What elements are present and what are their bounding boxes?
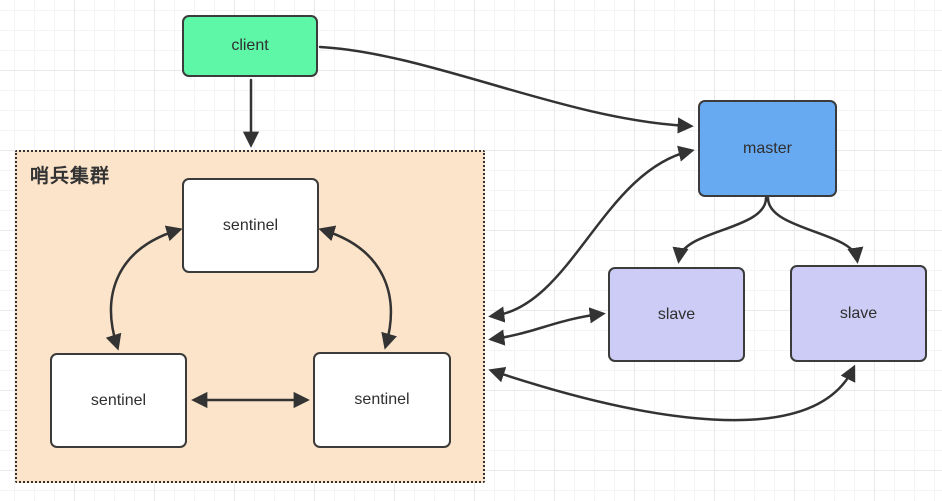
edge-master-to-slave2	[766, 196, 864, 264]
node-sentinel-bottom-right: sentinel	[313, 352, 451, 448]
node-slave-2-label: slave	[839, 304, 878, 322]
node-client-label: client	[231, 37, 269, 54]
node-sentinel-bottom-left: sentinel	[50, 353, 187, 448]
edge-sentinel1-sentinel3	[318, 225, 397, 350]
node-master-label: master	[743, 139, 792, 157]
edge-sentinel1-sentinel2	[105, 225, 183, 351]
node-slave-1: slave	[608, 267, 745, 362]
sentinel-cluster-label: 哨兵集群	[30, 166, 111, 187]
edge-master-to-slave1	[672, 196, 768, 264]
node-sentinel-bottom-left-label: sentinel	[90, 391, 147, 409]
node-slave-2: slave	[790, 265, 927, 362]
node-master: master	[698, 100, 837, 197]
node-sentinel-top: sentinel	[182, 178, 319, 273]
edge-cluster-slave2	[488, 364, 856, 422]
edge-client-to-master	[318, 45, 694, 134]
node-client: client	[182, 15, 318, 77]
edge-cluster-master	[488, 145, 695, 323]
node-sentinel-top-label: sentinel	[222, 216, 279, 234]
node-slave-1-label: slave	[657, 305, 696, 323]
node-sentinel-bottom-right-label: sentinel	[354, 391, 410, 408]
edge-cluster-slave1	[488, 307, 606, 346]
